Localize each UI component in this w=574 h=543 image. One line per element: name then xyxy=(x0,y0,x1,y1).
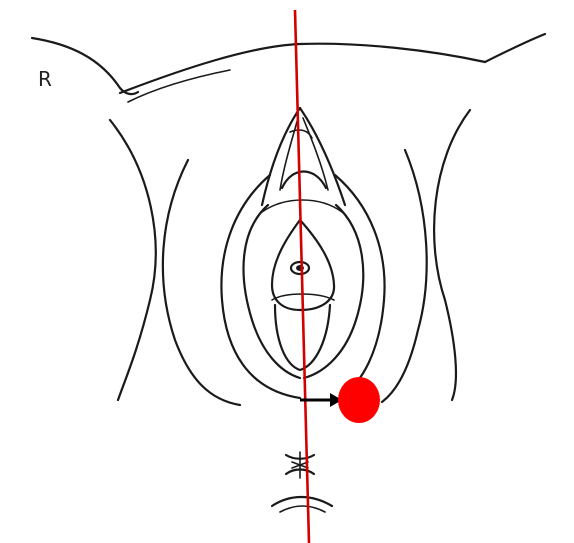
red-dot-icon xyxy=(338,377,380,423)
side-label: R xyxy=(38,67,52,91)
